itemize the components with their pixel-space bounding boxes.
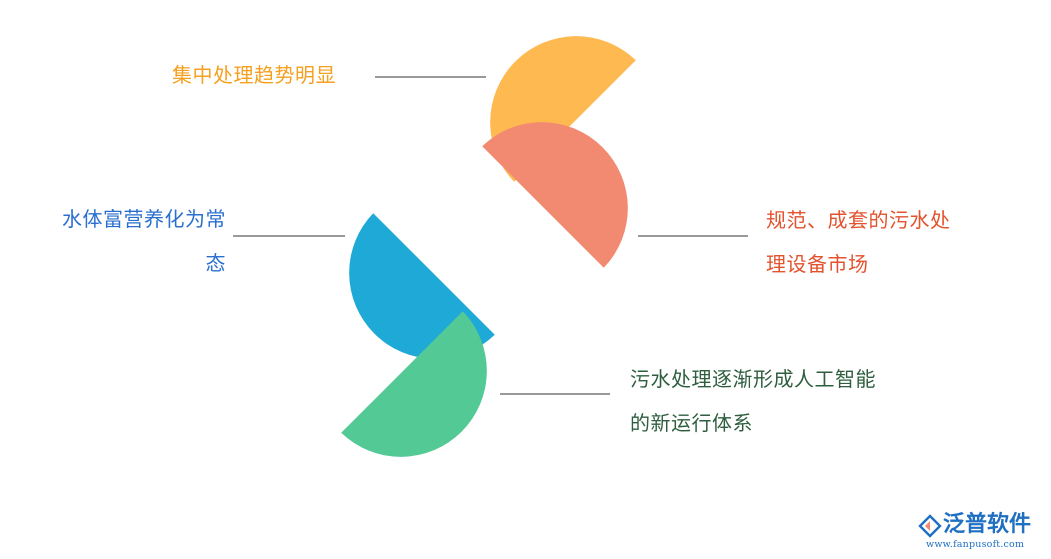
label-top: 集中处理趋势明显 (172, 53, 372, 97)
brand-logo: 泛普软件 www.fanpusoft.com (918, 510, 1043, 554)
label-right-line-2: 理设备市场 (766, 252, 869, 276)
label-right: 规范、成套的污水处 理设备市场 (766, 198, 996, 286)
label-top-line-1: 集中处理趋势明显 (172, 63, 336, 87)
label-left-line-2: 态 (205, 251, 226, 275)
label-bottom: 污水处理逐渐形成人工智能 的新运行体系 (630, 357, 930, 445)
label-bottom-line-2: 的新运行体系 (630, 411, 753, 435)
label-left-line-1: 水体富营养化为常 (62, 207, 226, 231)
label-bottom-line-1: 污水处理逐渐形成人工智能 (630, 367, 876, 391)
label-right-line-1: 规范、成套的污水处 (766, 208, 951, 232)
label-left: 水体富营养化为常 态 (30, 197, 226, 285)
petal-bottom (341, 311, 487, 457)
logo-url: www.fanpusoft.com (926, 539, 1025, 550)
logo-name: 泛普软件 (943, 512, 1032, 537)
petal-right (482, 122, 628, 268)
logo-mark-icon (918, 514, 942, 538)
